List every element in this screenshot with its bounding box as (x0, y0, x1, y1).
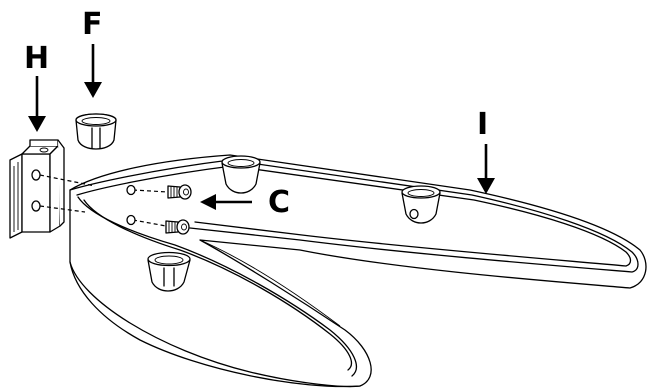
screw-lower (126, 214, 190, 235)
bracket-hole-top (31, 169, 41, 181)
socket-cup-left (221, 155, 261, 194)
u-shaped-rail (69, 154, 647, 388)
bracket-hole-bottom (31, 200, 41, 212)
arrow-c (200, 194, 252, 210)
label-i: I (477, 107, 488, 142)
bracket-h (9, 139, 65, 239)
alignment-line (39, 174, 96, 187)
arrow-i (477, 144, 495, 194)
arrow-h (28, 76, 46, 132)
socket-cup-front (147, 251, 191, 292)
arrow-f (84, 44, 102, 98)
socket-cup-right (401, 185, 441, 224)
screw-upper (126, 184, 192, 200)
end-cap-f (75, 113, 117, 150)
label-f: F (82, 7, 103, 42)
label-c: C (268, 185, 290, 220)
label-h: H (24, 41, 49, 76)
alignment-line (39, 205, 86, 213)
